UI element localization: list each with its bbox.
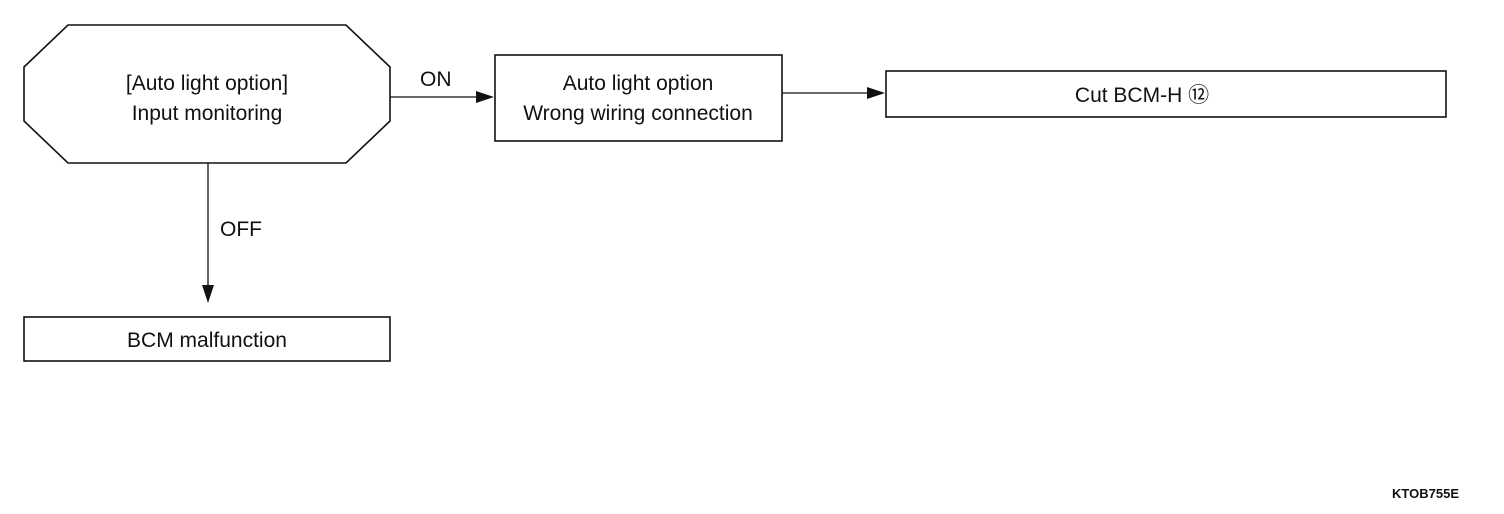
node-bcm-malfunction-label: BCM malfunction <box>127 329 287 352</box>
node-cut-bcm-label: Cut BCM-H ⑫ <box>1075 84 1209 107</box>
node-cut-bcm: Cut BCM-H ⑫ <box>885 70 1447 118</box>
node-input-monitoring-line1: [Auto light option] <box>126 72 288 95</box>
edge-off-label: OFF <box>220 218 262 241</box>
edge-on-arrowhead <box>476 91 494 103</box>
edge-to-cut-bcm <box>782 87 885 99</box>
node-bcm-malfunction: BCM malfunction <box>23 316 391 362</box>
box-shape <box>885 70 1447 118</box>
node-wrong-wiring: Auto light option Wrong wiring connectio… <box>494 54 783 142</box>
node-input-monitoring: [Auto light option] Input monitoring <box>23 24 391 164</box>
node-wrong-wiring-line1: Auto light option <box>563 72 714 95</box>
edge-on-label: ON <box>420 68 452 91</box>
edge-off: OFF <box>202 163 262 303</box>
box-shape <box>494 54 783 142</box>
figure-id: KTOB755E <box>1392 486 1459 501</box>
edge-on: ON <box>390 68 494 103</box>
node-wrong-wiring-line2: Wrong wiring connection <box>523 102 753 125</box>
box-shape <box>23 316 391 362</box>
edge-to-cut-bcm-arrowhead <box>867 87 885 99</box>
octagon-shape <box>23 24 391 164</box>
node-input-monitoring-line2: Input monitoring <box>132 102 283 125</box>
edge-off-arrowhead <box>202 285 214 303</box>
